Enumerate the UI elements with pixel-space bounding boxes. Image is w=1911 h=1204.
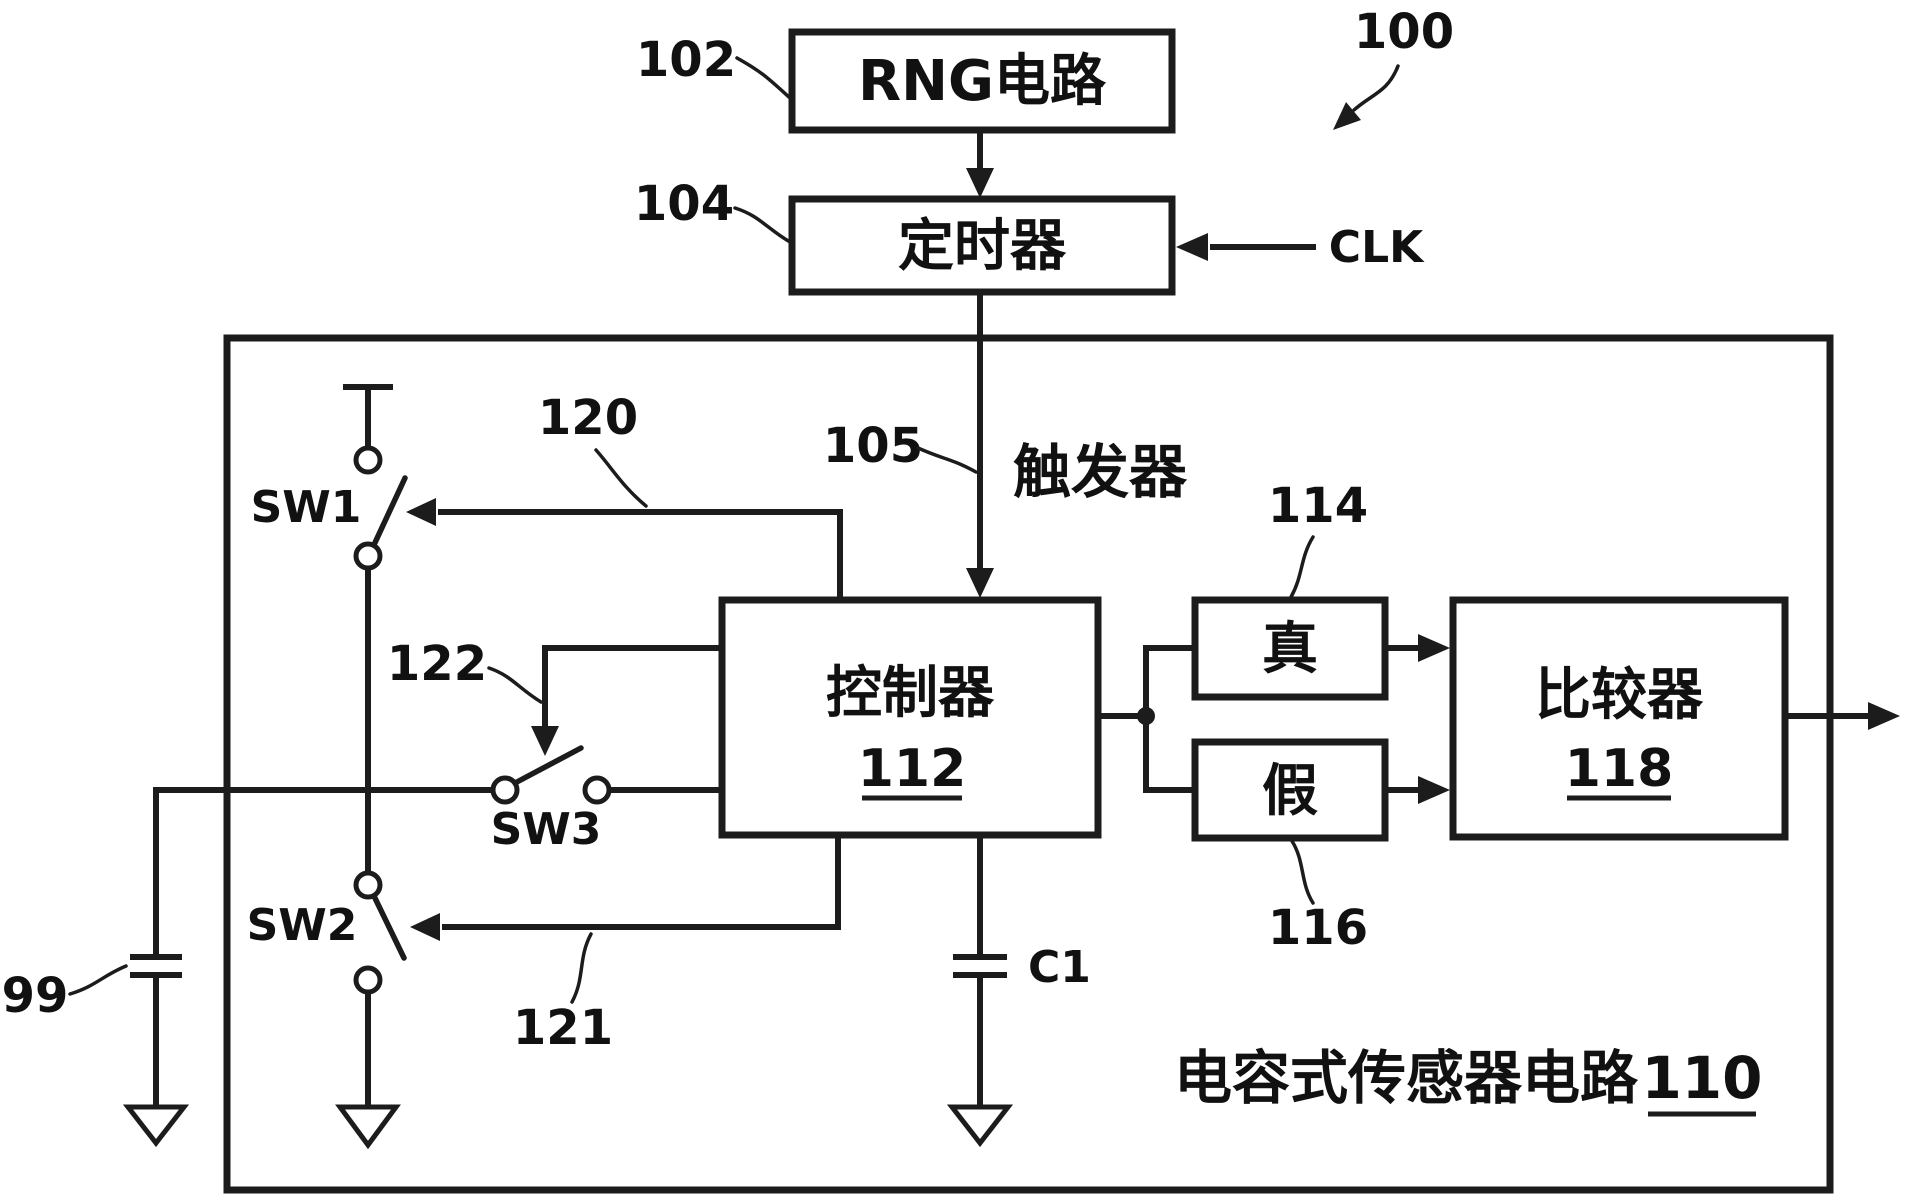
comparator-output-arrowhead xyxy=(1868,702,1900,730)
false-block xyxy=(1191,738,1389,842)
true-block xyxy=(1191,596,1389,701)
sw3-wire-left xyxy=(153,787,492,955)
trigger-leader-line xyxy=(916,446,978,474)
true-block-label: 真 xyxy=(1262,617,1318,682)
false-block-label: 假 xyxy=(1262,759,1318,824)
sw1-blade xyxy=(370,475,408,550)
trigger-ref-label: 105 xyxy=(823,418,923,474)
rng-ref-label: 102 xyxy=(636,32,736,88)
comparator-ref-label: 118 xyxy=(1565,739,1674,799)
trigger-arrowhead xyxy=(966,568,994,598)
clk-arrowhead xyxy=(1176,233,1208,261)
true-comparator-arrowhead xyxy=(1418,634,1450,662)
feedback-120-leader-line xyxy=(594,448,648,508)
timer-block-label: 定时器 xyxy=(898,214,1067,279)
c1-label: C1 xyxy=(1028,942,1091,993)
sensor-circuit-ref-label: 110 xyxy=(1641,1044,1762,1112)
sw1-contact-bottom xyxy=(353,541,383,571)
trigger-label: 触发器 xyxy=(1013,438,1188,506)
clk-label: CLK xyxy=(1329,222,1425,273)
timer-ref-label: 104 xyxy=(634,176,734,232)
sw3-label: SW3 xyxy=(491,804,602,855)
cap99-leader-line xyxy=(68,964,128,996)
sw2-contact-top xyxy=(353,870,383,900)
rng-timer-arrowhead xyxy=(966,168,994,198)
feedback-121-ref-label: 121 xyxy=(513,1000,613,1056)
sw2-label: SW2 xyxy=(247,900,358,951)
sw2-blade xyxy=(371,893,407,961)
comparator-block-label: 比较器 xyxy=(1535,663,1704,728)
rng-block-label: RNG电路 xyxy=(858,49,1107,114)
true-ref-label: 114 xyxy=(1268,478,1368,534)
control-122-leader-line xyxy=(487,666,543,704)
controller-block-label: 控制器 xyxy=(826,661,995,726)
sw1-contact-top xyxy=(353,445,383,475)
sw3-blade xyxy=(512,745,584,786)
cap99-ref-label: 99 xyxy=(2,968,69,1024)
sw2-contact-bottom xyxy=(353,965,383,995)
branch-true-wire xyxy=(1143,645,1195,716)
figure-leader-line xyxy=(1352,64,1400,112)
feedback-120-wire xyxy=(438,509,843,600)
feedback-120-arrowhead xyxy=(406,498,436,526)
control-122-arrowhead xyxy=(531,726,559,756)
feedback-120-ref-label: 120 xyxy=(538,390,638,446)
feedback-121-wire xyxy=(442,835,841,930)
figure-leader-arrowhead xyxy=(1333,102,1361,130)
false-ref-label: 116 xyxy=(1268,900,1368,956)
sw1-label: SW1 xyxy=(251,482,362,533)
sw2-ground-symbol xyxy=(335,1104,401,1150)
true-leader-line xyxy=(1289,535,1315,599)
sw3-contact-right xyxy=(582,775,612,805)
feedback-121-arrowhead xyxy=(410,913,440,941)
c1-ground-symbol xyxy=(946,1104,1014,1148)
controller-ref-label: 112 xyxy=(858,739,967,799)
control-122-ref-label: 122 xyxy=(387,636,487,692)
cap99-ground-symbol xyxy=(122,1104,190,1148)
sw3-contact-left xyxy=(490,775,520,805)
branch-false-wire xyxy=(1143,716,1195,793)
false-leader-line xyxy=(1290,839,1315,905)
rng-leader-line xyxy=(735,56,792,100)
sensor-circuit-label: 电容式传感器电路 xyxy=(1174,1044,1639,1112)
figure-ref-label: 100 xyxy=(1354,4,1454,60)
false-comparator-arrowhead xyxy=(1418,776,1450,804)
timer-leader-line xyxy=(733,206,792,244)
feedback-121-leader-line xyxy=(570,932,593,1004)
control-122-wire xyxy=(542,645,722,728)
